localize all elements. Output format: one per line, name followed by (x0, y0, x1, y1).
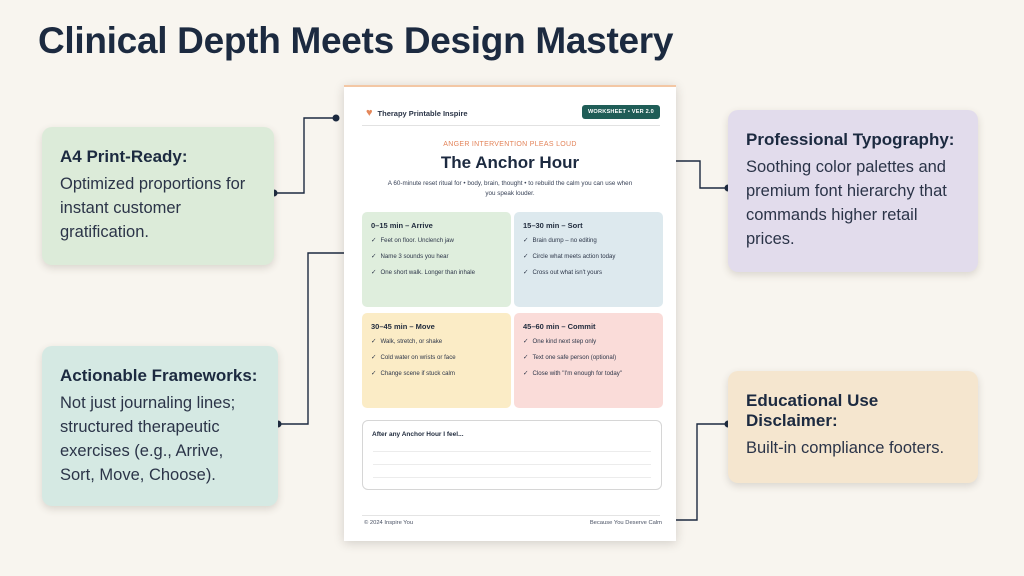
check-icon: ✓ (371, 354, 377, 361)
quadrant-commit: 45–60 min – Commit ✓One kind next step o… (514, 313, 663, 408)
card-title: Professional Typography: (746, 130, 955, 149)
writing-line (373, 477, 651, 478)
quadrant-title: 15–30 min – Sort (523, 221, 583, 230)
card-educational-disclaimer: Educational Use Disclaimer: Built-in com… (728, 371, 978, 483)
footer-copyright: © 2024 Inspire You (364, 520, 414, 526)
list-item-text: Brain dump – no editing (532, 237, 597, 244)
card-body: Soothing color palettes and premium font… (746, 158, 947, 248)
list-item-text: Cold water on wrists or face (380, 354, 456, 361)
card-title: Actionable Frameworks: (60, 366, 258, 385)
check-icon: ✓ (523, 269, 529, 276)
check-icon: ✓ (371, 338, 377, 345)
card-a4-print-ready: A4 Print-Ready: Optimized proportions fo… (42, 127, 274, 265)
check-icon: ✓ (371, 370, 377, 377)
worksheet-subtitle: A 60-minute reset ritual for • body, bra… (387, 180, 633, 197)
quadrant-arrive: 0–15 min – Arrive ✓Feet on floor. Unclen… (362, 212, 511, 307)
check-icon: ✓ (523, 253, 529, 260)
list-item-text: One short walk. Longer than inhale (380, 269, 475, 276)
list-item: ✓One kind next step only (523, 338, 654, 346)
list-item-text: Cross out what isn't yours (532, 269, 603, 276)
list-item: ✓Cross out what isn't yours (523, 269, 654, 277)
list-item-text: Text one safe person (optional) (532, 354, 617, 361)
check-icon: ✓ (371, 253, 377, 260)
list-item: ✓Circle what meets action today (523, 253, 654, 261)
list-item: ✓Cold water on wrists or face (371, 354, 502, 362)
list-item-text: Feet on floor. Unclench jaw (380, 237, 454, 244)
heart-icon: ♥ (366, 107, 373, 119)
quadrant-sort: 15–30 min – Sort ✓Brain dump – no editin… (514, 212, 663, 307)
list-item-text: Name 3 sounds you hear (380, 253, 449, 260)
version-badge: WORKSHEET • VER 2.0 (581, 105, 660, 119)
card-title: A4 Print-Ready: (60, 147, 188, 166)
card-actionable-frameworks: Actionable Frameworks: Not just journali… (42, 346, 278, 506)
list-item: ✓Brain dump – no editing (523, 237, 654, 245)
card-title: Educational Use Disclaimer: (746, 391, 879, 430)
check-icon: ✓ (523, 370, 529, 377)
list-item: ✓Name 3 sounds you hear (371, 253, 502, 261)
worksheet-brand: ♥ Therapy Printable Inspire (366, 107, 468, 119)
card-body: Not just journaling lines; structured th… (60, 394, 236, 484)
worksheet-preview: ♥ Therapy Printable Inspire WORKSHEET • … (344, 85, 676, 541)
check-icon: ✓ (523, 338, 529, 345)
writing-line (373, 451, 651, 452)
list-item: ✓Text one safe person (optional) (523, 354, 654, 362)
quadrant-title: 0–15 min – Arrive (371, 221, 433, 230)
list-item: ✓Change scene if stuck calm (371, 370, 502, 378)
check-icon: ✓ (371, 237, 377, 244)
list-item: ✓One short walk. Longer than inhale (371, 269, 502, 277)
card-body: Optimized proportions for instant custom… (60, 175, 246, 241)
reflection-label: After any Anchor Hour I feel... (372, 431, 464, 438)
worksheet-title: The Anchor Hour (440, 153, 580, 172)
page-title: Clinical Depth Meets Design Mastery (38, 20, 674, 61)
worksheet-kicker: ANGER INTERVENTION PLEAS LOUD (443, 141, 577, 148)
card-professional-typography: Professional Typography: Soothing color … (728, 110, 978, 272)
list-item: ✓Walk, stretch, or shake (371, 338, 502, 346)
reflection-box: After any Anchor Hour I feel... (362, 420, 662, 490)
check-icon: ✓ (523, 354, 529, 361)
list-item-text: Walk, stretch, or shake (380, 338, 443, 345)
quadrant-move: 30–45 min – Move ✓Walk, stretch, or shak… (362, 313, 511, 408)
brand-name: Therapy Printable Inspire (377, 108, 468, 118)
quadrant-title: 45–60 min – Commit (523, 322, 596, 331)
footer-tagline: Because You Deserve Calm (589, 520, 662, 526)
connector-a4 (274, 117, 336, 194)
list-item-text: Change scene if stuck calm (380, 370, 455, 377)
list-item-text: Circle what meets action today (532, 253, 616, 260)
list-item: ✓Close with "I'm enough for today" (523, 370, 654, 378)
writing-line (373, 464, 651, 465)
connector-dot (332, 114, 340, 122)
footer-divider (362, 515, 660, 516)
quadrant-title: 30–45 min – Move (371, 322, 435, 331)
list-item: ✓Feet on floor. Unclench jaw (371, 237, 502, 245)
header-divider (362, 125, 660, 126)
card-body: Built-in compliance footers. (746, 439, 945, 457)
list-item-text: Close with "I'm enough for today" (532, 370, 622, 377)
check-icon: ✓ (371, 269, 377, 276)
list-item-text: One kind next step only (532, 338, 597, 345)
check-icon: ✓ (523, 237, 529, 244)
